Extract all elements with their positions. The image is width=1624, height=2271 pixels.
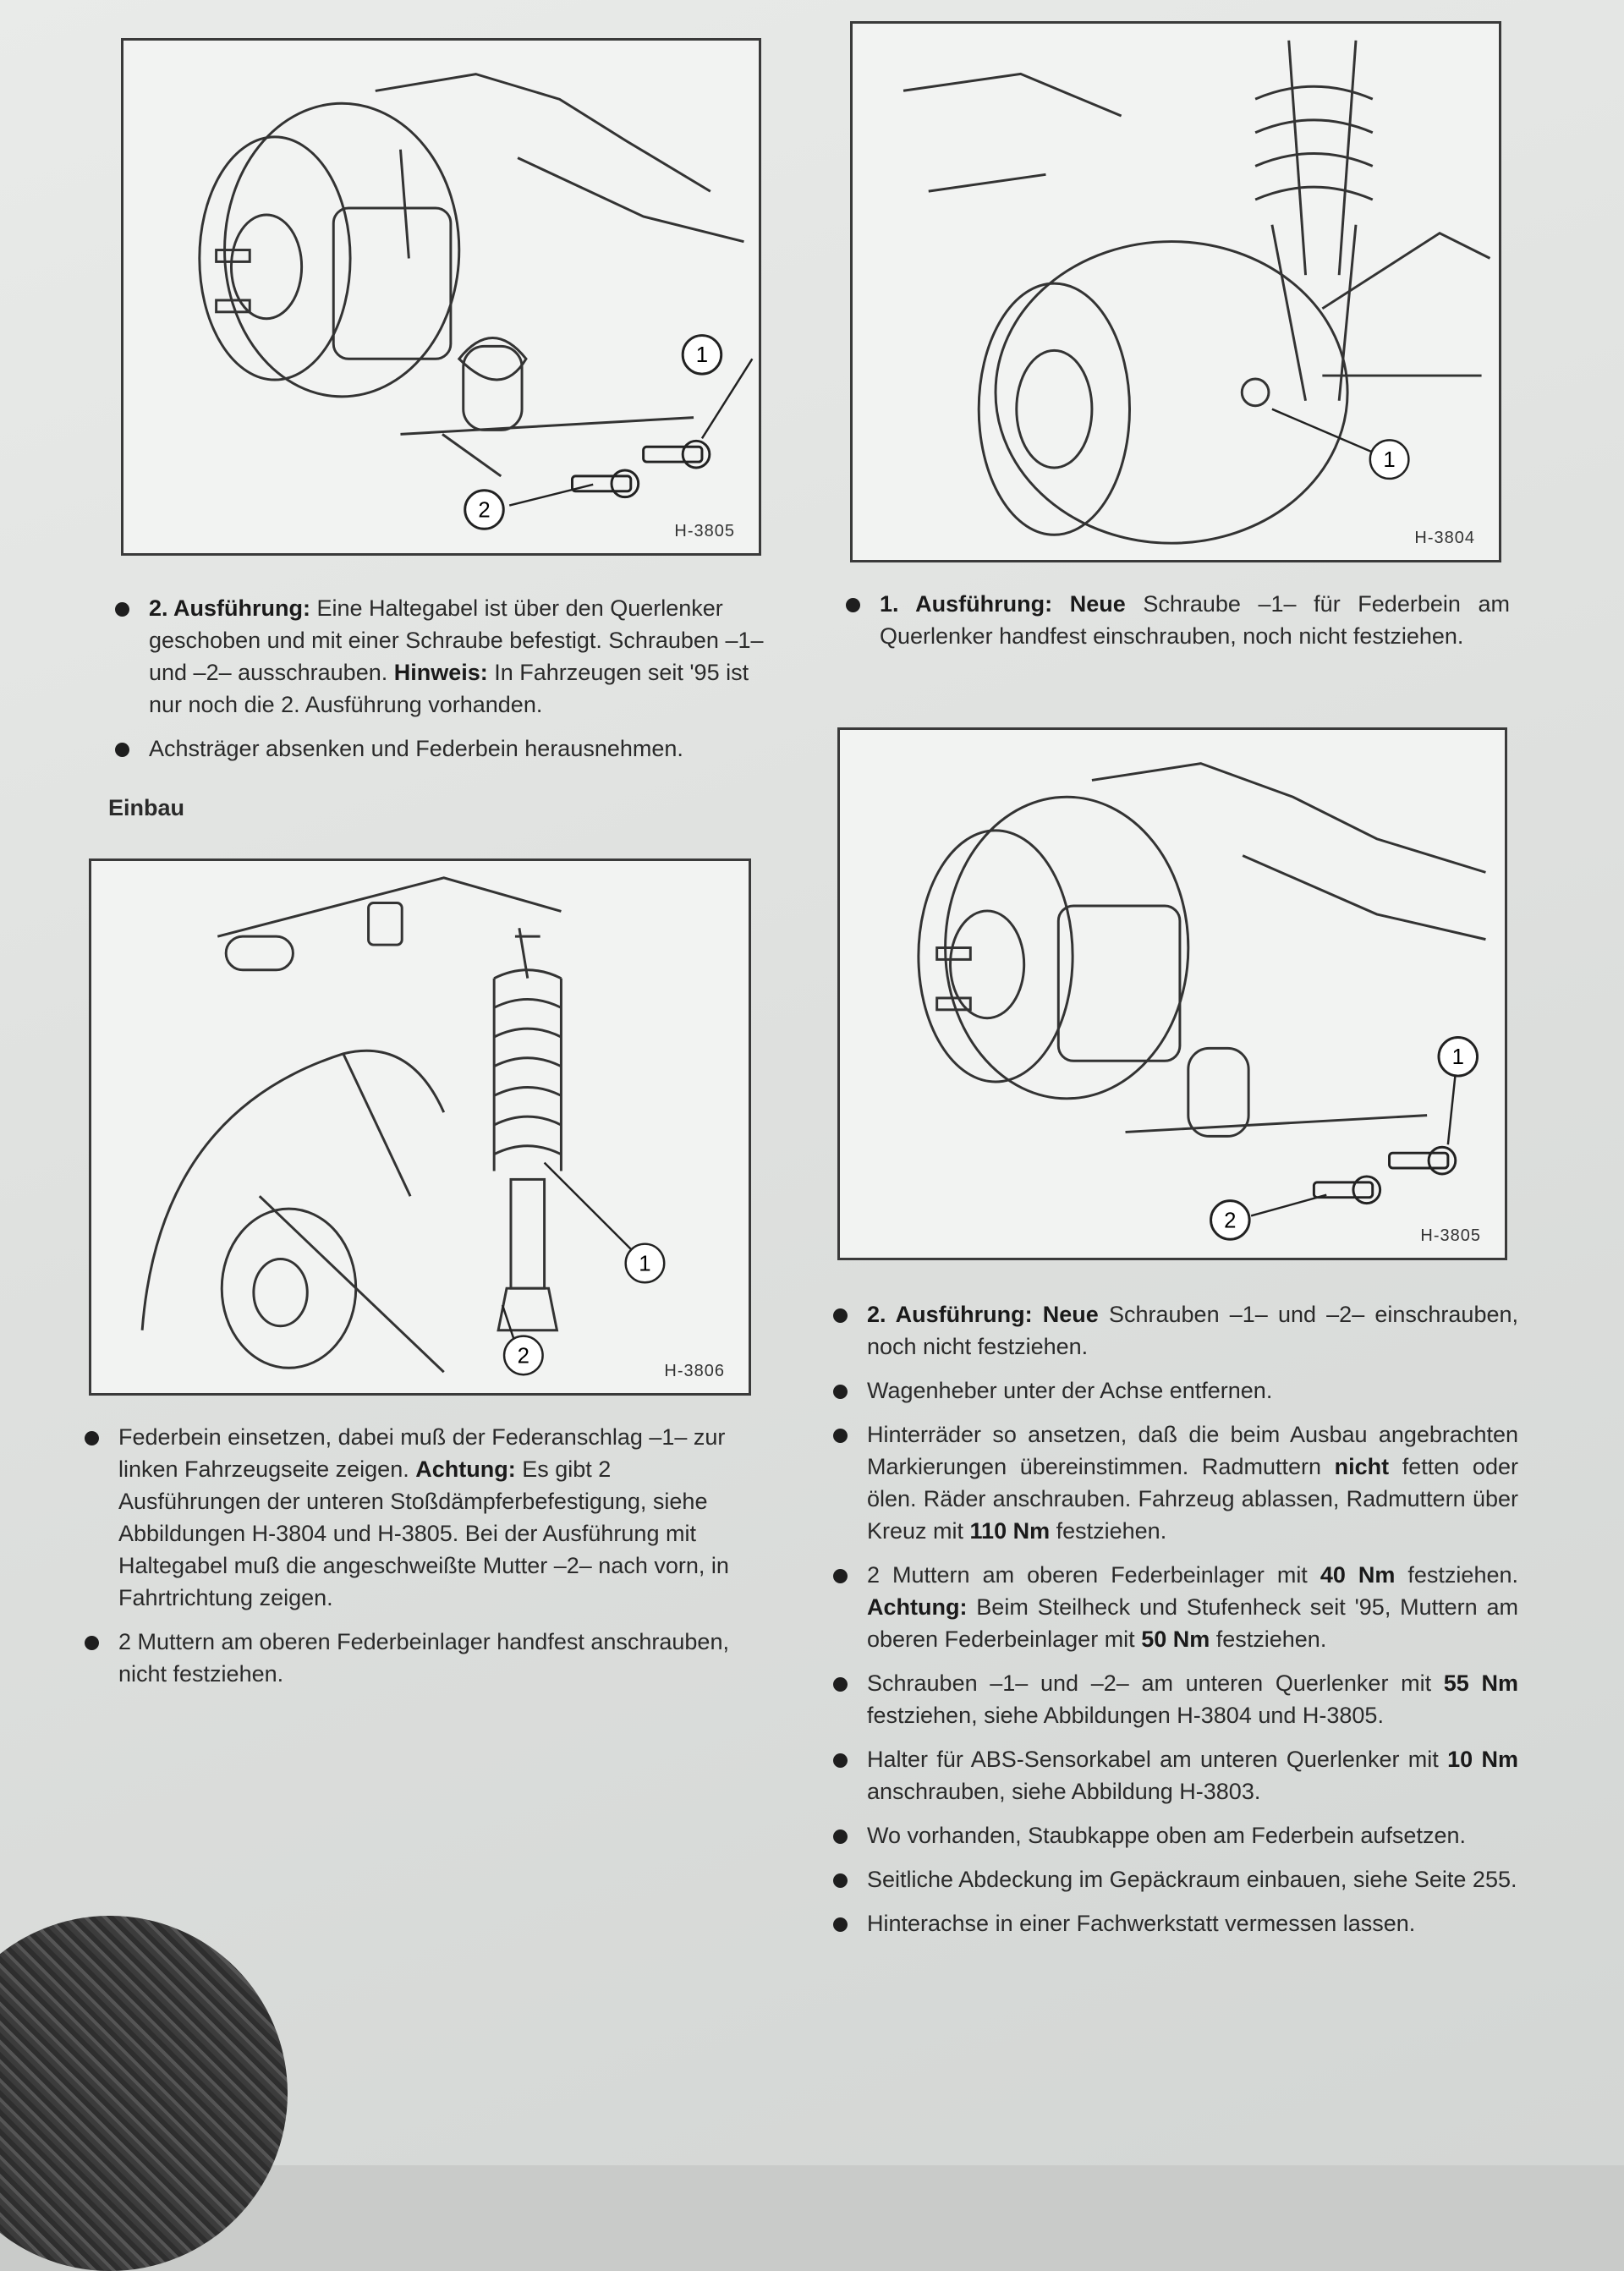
illustration-strut-wheel-arch: 1 2: [140, 876, 666, 1376]
text: Beim Steilheck und Stufenheck seit '95, …: [867, 1594, 1518, 1652]
bold-text: Hinweis:: [393, 660, 488, 685]
bold-text: 10 Nm: [1447, 1747, 1518, 1772]
list-item: 2. Ausführung: Neue Schrauben –1– und –2…: [833, 1298, 1518, 1363]
bold-text: 2. Ausführung:: [149, 595, 310, 621]
figure-code: H-3806: [664, 1362, 725, 1380]
bold-text: 2. Ausführung: Neue: [867, 1302, 1099, 1327]
text: Wagenheber unter der Achse entfernen.: [867, 1378, 1273, 1403]
text: Hinterachse in einer Fachwerkstatt verme…: [867, 1911, 1416, 1936]
callout-2: 2: [1224, 1209, 1236, 1232]
text: Schraube –1– für Federbein am Querlenker…: [880, 591, 1510, 649]
left-bullets-bottom: Federbein einsetzen, dabei muß der Feder…: [85, 1421, 753, 1702]
callout-1: 1: [696, 343, 708, 367]
bold-text: 50 Nm: [1141, 1626, 1210, 1652]
list-item: 2 Muttern am oberen Federbeinlager mit 4…: [833, 1559, 1518, 1655]
callout-1: 1: [639, 1252, 650, 1275]
bold-text: 110 Nm: [969, 1518, 1051, 1544]
list-item: Hinterachse in einer Fachwerkstatt verme…: [833, 1907, 1518, 1939]
list-item: Wo vorhanden, Staubkappe oben am Federbe…: [833, 1819, 1518, 1851]
figure-code: H-3805: [1420, 1226, 1481, 1245]
bold-text: nicht: [1334, 1454, 1390, 1479]
text: Schrauben –1– und –2– einschrauben, noch…: [867, 1302, 1518, 1359]
list-item: Achsträger absenken und Federbein heraus…: [115, 732, 766, 765]
right-bullets-top: 1. Ausführung: Neue Schraube –1– für Fed…: [846, 588, 1510, 664]
bold-text: 1. Ausführung: Neue: [880, 591, 1126, 617]
text: festziehen.: [1050, 1518, 1167, 1544]
list-item: Seitliche Abdeckung im Gepäckraum einbau…: [833, 1863, 1518, 1895]
list-item: 2 Muttern am oberen Federbeinlager handf…: [85, 1626, 753, 1690]
knitted-glove-corner: [0, 1916, 288, 2271]
text: Seitliche Abdeckung im Gepäckraum einbau…: [867, 1867, 1517, 1892]
text: Hinterräder so ansetzen, daß die beim Au…: [867, 1422, 1518, 1479]
text: Wo vorhanden, Staubkappe oben am Federbe…: [867, 1823, 1466, 1848]
list-item: 1. Ausführung: Neue Schraube –1– für Fed…: [846, 588, 1510, 652]
illustration-hub-holding-fork: 1 2: [198, 73, 754, 530]
text: Schrauben –1– und –2– am unteren Querlen…: [867, 1670, 1444, 1696]
text: 2 Muttern am oberen Federbeinlager mit: [867, 1562, 1320, 1588]
callout-2: 2: [518, 1344, 529, 1368]
text: fetten oder ölen. Räder anschrauben. Fah…: [867, 1454, 1518, 1544]
figure-code: H-3805: [674, 522, 735, 540]
illustration-hub-holding-fork: 1 2: [917, 762, 1486, 1241]
text: festziehen.: [1395, 1562, 1518, 1588]
figure-h3804: 1 H-3804: [850, 21, 1501, 562]
text: 2 Muttern am oberen Federbeinlager handf…: [118, 1629, 729, 1687]
section-heading-einbau: Einbau: [108, 795, 185, 820]
text: Es gibt 2 Ausführungen der unteren Stoßd…: [118, 1456, 729, 1610]
text: Federbein einsetzen, dabei muß der Feder…: [118, 1424, 726, 1482]
callout-1: 1: [1452, 1045, 1464, 1069]
illustration-drum-coil-spring: 1: [903, 40, 1491, 545]
text: Achsträger absenken und Federbein heraus…: [149, 736, 683, 761]
text: anschrauben, siehe Abbildung H-3803.: [867, 1779, 1261, 1804]
left-bullets-top: 2. Ausführung: Eine Haltegabel ist über …: [115, 592, 766, 776]
list-item: Federbein einsetzen, dabei muß der Feder…: [85, 1421, 753, 1614]
bold-text: 40 Nm: [1320, 1562, 1396, 1588]
figure-h3805-top: 1 2 H-3805: [121, 38, 761, 556]
list-item: 2. Ausführung: Eine Haltegabel ist über …: [115, 592, 766, 721]
text: Halter für ABS-Sensorkabel am unteren Qu…: [867, 1747, 1448, 1772]
list-item: Wagenheber unter der Achse entfernen.: [833, 1374, 1518, 1407]
text: Eine Haltegabel ist über den Querlenker …: [149, 595, 764, 685]
text: festziehen.: [1210, 1626, 1327, 1652]
callout-2: 2: [478, 498, 490, 522]
list-item: Hinterräder so ansetzen, daß die beim Au…: [833, 1418, 1518, 1547]
list-item: Halter für ABS-Sensorkabel am unteren Qu…: [833, 1743, 1518, 1807]
text: In Fahrzeugen seit '95 ist nur noch die …: [149, 660, 749, 717]
right-bullets-bottom: 2. Ausführung: Neue Schrauben –1– und –2…: [833, 1298, 1518, 1951]
figure-code: H-3804: [1414, 529, 1475, 547]
bold-text: Achtung:: [415, 1456, 516, 1482]
bold-text: Achtung:: [867, 1594, 968, 1620]
list-item: Schrauben –1– und –2– am unteren Querlen…: [833, 1667, 1518, 1731]
callout-1: 1: [1383, 448, 1395, 472]
bold-text: 55 Nm: [1443, 1670, 1518, 1696]
figure-h3805-bottom: 1 2 H-3805: [837, 727, 1507, 1260]
text: festziehen, siehe Abbildungen H-3804 und…: [867, 1703, 1384, 1728]
figure-h3806: 1 2 H-3806: [89, 858, 751, 1396]
